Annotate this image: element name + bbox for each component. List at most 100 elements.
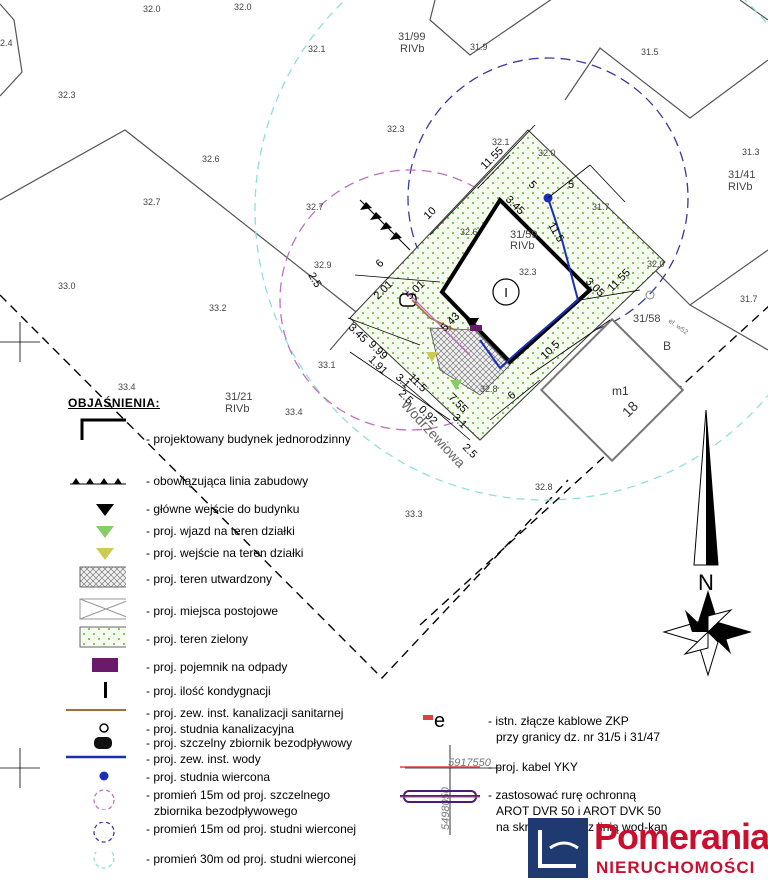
utility-pole: [645, 290, 655, 300]
svg-text:31/41: 31/41: [728, 169, 756, 181]
svg-text:32.6: 32.6: [202, 154, 220, 164]
legend-label: - główne wejście do budynku: [146, 502, 300, 516]
building-line-icon: [70, 478, 126, 485]
legend-label: - proj. teren zielony: [146, 632, 249, 646]
svg-text:32.7: 32.7: [143, 197, 161, 207]
parking-building: [539, 317, 685, 463]
driveway-marker: [450, 380, 462, 390]
svg-text:32.6: 32.6: [460, 227, 478, 237]
logo-title: Pomerania: [594, 816, 768, 857]
radius-well15-icon: [93, 822, 115, 843]
elevation-points: 32.0 32.0 32.1 31.9 32.3 32.3 31.5 32.6 …: [0, 2, 760, 519]
sewer-well-icon: [99, 723, 109, 733]
svg-text:31.3: 31.3: [742, 147, 760, 157]
radius-well30-icon: [93, 852, 115, 869]
svg-text:2.4: 2.4: [0, 38, 13, 48]
paved-area: [429, 327, 511, 396]
svg-text:33.4: 33.4: [285, 407, 303, 417]
legend-title: OBJAŚNIENIA:: [68, 396, 161, 410]
legend-label: - proj. miejsca postojowe: [146, 604, 279, 618]
legend-label: - zastosować rurę ochronną: [488, 788, 637, 802]
legend-label: zbiornika bezodpływowego: [154, 804, 298, 818]
svg-text:31/99: 31/99: [398, 31, 426, 43]
waste-bin-icon: [92, 658, 118, 672]
svg-text:5: 5: [568, 179, 574, 191]
green-area-icon: [79, 626, 126, 648]
svg-text:RIVb: RIVb: [728, 181, 752, 193]
well-dot-icon: [99, 771, 109, 781]
logo-subtitle: NIERUCHOMOŚCI: [596, 858, 756, 877]
entry-triangle-icon: [96, 548, 114, 560]
svg-text:33.3: 33.3: [405, 509, 423, 519]
tank-icon: [94, 737, 112, 749]
svg-text:32.8: 32.8: [535, 482, 553, 492]
legend-label: - istn. złącze kablowe ZKP: [488, 714, 629, 728]
svg-text:RIVb: RIVb: [225, 403, 249, 415]
dimension-lines: [347, 124, 641, 441]
legend-label: - promień 15m od proj. szczelnego: [146, 788, 331, 802]
legend-label: - promień 30m od proj. studni wierconej: [146, 852, 357, 866]
sewer-line-icon: [66, 709, 126, 711]
svg-text:32.7: 32.7: [306, 202, 324, 212]
legend-label: - proj. szczelny zbiornik bezodpływowy: [146, 736, 353, 750]
svg-text:el. w52: el. w52: [667, 318, 689, 337]
radius-15m-well: [407, 57, 689, 339]
protective-pipe-icon: [400, 790, 480, 803]
legend-label: - proj. wejście na teren działki: [146, 546, 304, 560]
svg-text:33.4: 33.4: [118, 382, 136, 392]
svg-text:31/58: 31/58: [633, 313, 661, 325]
grid-marks: [0, 322, 500, 835]
waste-bin: [470, 325, 482, 331]
zkp-symbol: e: [434, 710, 446, 732]
pomerania-logo: Pomerania NIERUCHOMOŚCI: [528, 818, 768, 884]
legend-label: - proj. ilość kondygnacji: [146, 684, 271, 698]
legend-label: - promień 15m od proj. studni wierconej: [146, 822, 357, 836]
legend-label: - proj. pojemnik na odpady: [146, 660, 288, 674]
svg-text:31/21: 31/21: [225, 391, 253, 403]
svg-text:6: 6: [374, 257, 387, 270]
cable-line-icon: [400, 766, 480, 768]
svg-text:32.3: 32.3: [58, 90, 76, 100]
house-icon: [80, 418, 126, 440]
svg-text:RIVb: RIVb: [400, 43, 424, 55]
svg-text:32.3: 32.3: [519, 267, 537, 277]
water-line: [479, 197, 580, 370]
radius-30m-well: [254, 0, 768, 501]
parking-cross-icon: [79, 598, 126, 620]
legend-label: - proj. teren utwardzony: [146, 572, 273, 586]
logo-icon: [538, 830, 579, 868]
parcel-labels: 31/99 RIVb 31/41 RIVb 31/59 RIVb 31/21 R…: [225, 31, 756, 415]
sewer-line: [411, 299, 456, 331]
legend-label: - proj. zew. inst. wody: [146, 752, 261, 766]
legend-label: - projektowany budynek jednorodzinny: [146, 432, 351, 446]
storey-label: I: [504, 285, 508, 300]
legend-label: - proj. kabel YKY: [488, 760, 578, 774]
svg-text:32.0: 32.0: [647, 259, 665, 269]
paved-pattern-icon: [79, 566, 126, 588]
driveway-triangle-icon: [96, 526, 114, 538]
parcel-b-label: B: [663, 339, 671, 353]
svg-text:31.9: 31.9: [470, 42, 488, 52]
svg-text:32.9: 32.9: [314, 260, 332, 270]
svg-text:33.1: 33.1: [318, 360, 336, 370]
main-entrance-marker: [465, 318, 479, 330]
building-line: [359, 199, 411, 251]
svg-text:33.2: 33.2: [209, 303, 227, 313]
svg-text:32.0: 32.0: [538, 148, 556, 158]
svg-text:RIVb: RIVb: [510, 240, 534, 252]
legend-label: - proj. studnia wiercona: [146, 770, 271, 784]
legend-label: - proj. studnia kanalizacyjna: [146, 722, 295, 736]
parking-label: m1: [612, 384, 629, 398]
entry-marker: [426, 352, 438, 362]
svg-text:31/59: 31/59: [510, 229, 538, 241]
logo-mark: [528, 818, 588, 878]
radius-tank-icon: [93, 789, 115, 810]
storey-marker: [492, 278, 520, 306]
legend-label: przy granicy dz. nr 31/5 i 31/47: [496, 730, 661, 744]
svg-text:10: 10: [422, 205, 439, 222]
svg-text:33.0: 33.0: [58, 281, 76, 291]
north-arrow: N: [662, 409, 752, 677]
storey-bar-icon: [104, 682, 107, 698]
